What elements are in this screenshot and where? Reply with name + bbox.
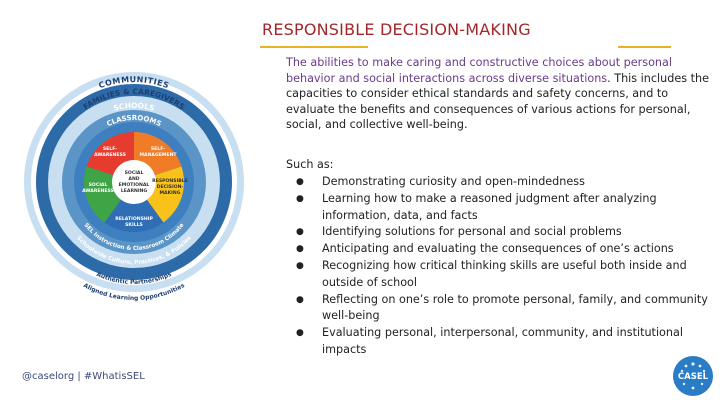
segment-relationship-skills [104,182,164,233]
label-center-4: LEARNING [121,188,148,194]
footer-handle: @caselorg | #WhatisSEL [22,371,145,382]
sel-framework-wheel: COMMUNITIES FAMILIES & CAREGIVERS SCHOOL… [24,72,244,302]
list-item: Demonstrating curiosity and open-mindedn… [296,174,716,191]
examples-list: Demonstrating curiosity and open-mindedn… [296,174,716,359]
label-social-awareness-2: AWARENESS [82,188,114,194]
list-item: Anticipating and evaluating the conseque… [296,241,716,258]
list-item: Identifying solutions for personal and s… [296,224,716,241]
label-schools: SCHOOLS [112,101,155,113]
label-self-management-1: SELF- [151,146,165,152]
examples-heading: Such as: [286,158,334,171]
label-self-awareness-1: SELF- [103,146,117,152]
label-center-1: SOCIAL [125,170,144,176]
definition-highlight: The abilities to make caring and constru… [286,56,672,85]
label-relationship-skills-1: RELATIONSHIP [115,216,153,222]
logo-text: CASEL [678,372,709,382]
definition-text: The abilities to make caring and constru… [286,55,711,133]
label-relationship-skills-2: SKILLS [125,222,143,228]
label-center-3: EMOTIONAL [119,182,150,188]
label-responsible-1: RESPONSIBLE [152,178,188,184]
label-responsible-2: DECISION- [157,184,184,190]
label-social-awareness-1: SOCIAL [89,182,108,188]
label-center-2: AND [128,176,139,182]
title-underline-left [260,46,368,48]
slide-title: RESPONSIBLE DECISION-MAKING [262,20,531,39]
definition-rest: . This includes the capacities to consid… [286,71,709,132]
list-item: Recognizing how critical thinking skills… [296,258,716,292]
label-responsible-3: MAKING [159,190,180,196]
list-item: Evaluating personal, interpersonal, comm… [296,325,716,359]
casel-logo: CASEL [673,356,713,396]
label-self-management-2: MANAGEMENT [139,152,177,158]
title-underline-right [618,46,671,48]
center-circle [112,160,156,204]
list-item: Reflecting on one’s role to promote pers… [296,292,716,326]
list-item: Learning how to make a reasoned judgment… [296,191,716,225]
label-self-awareness-2: AWARENESS [94,152,126,158]
